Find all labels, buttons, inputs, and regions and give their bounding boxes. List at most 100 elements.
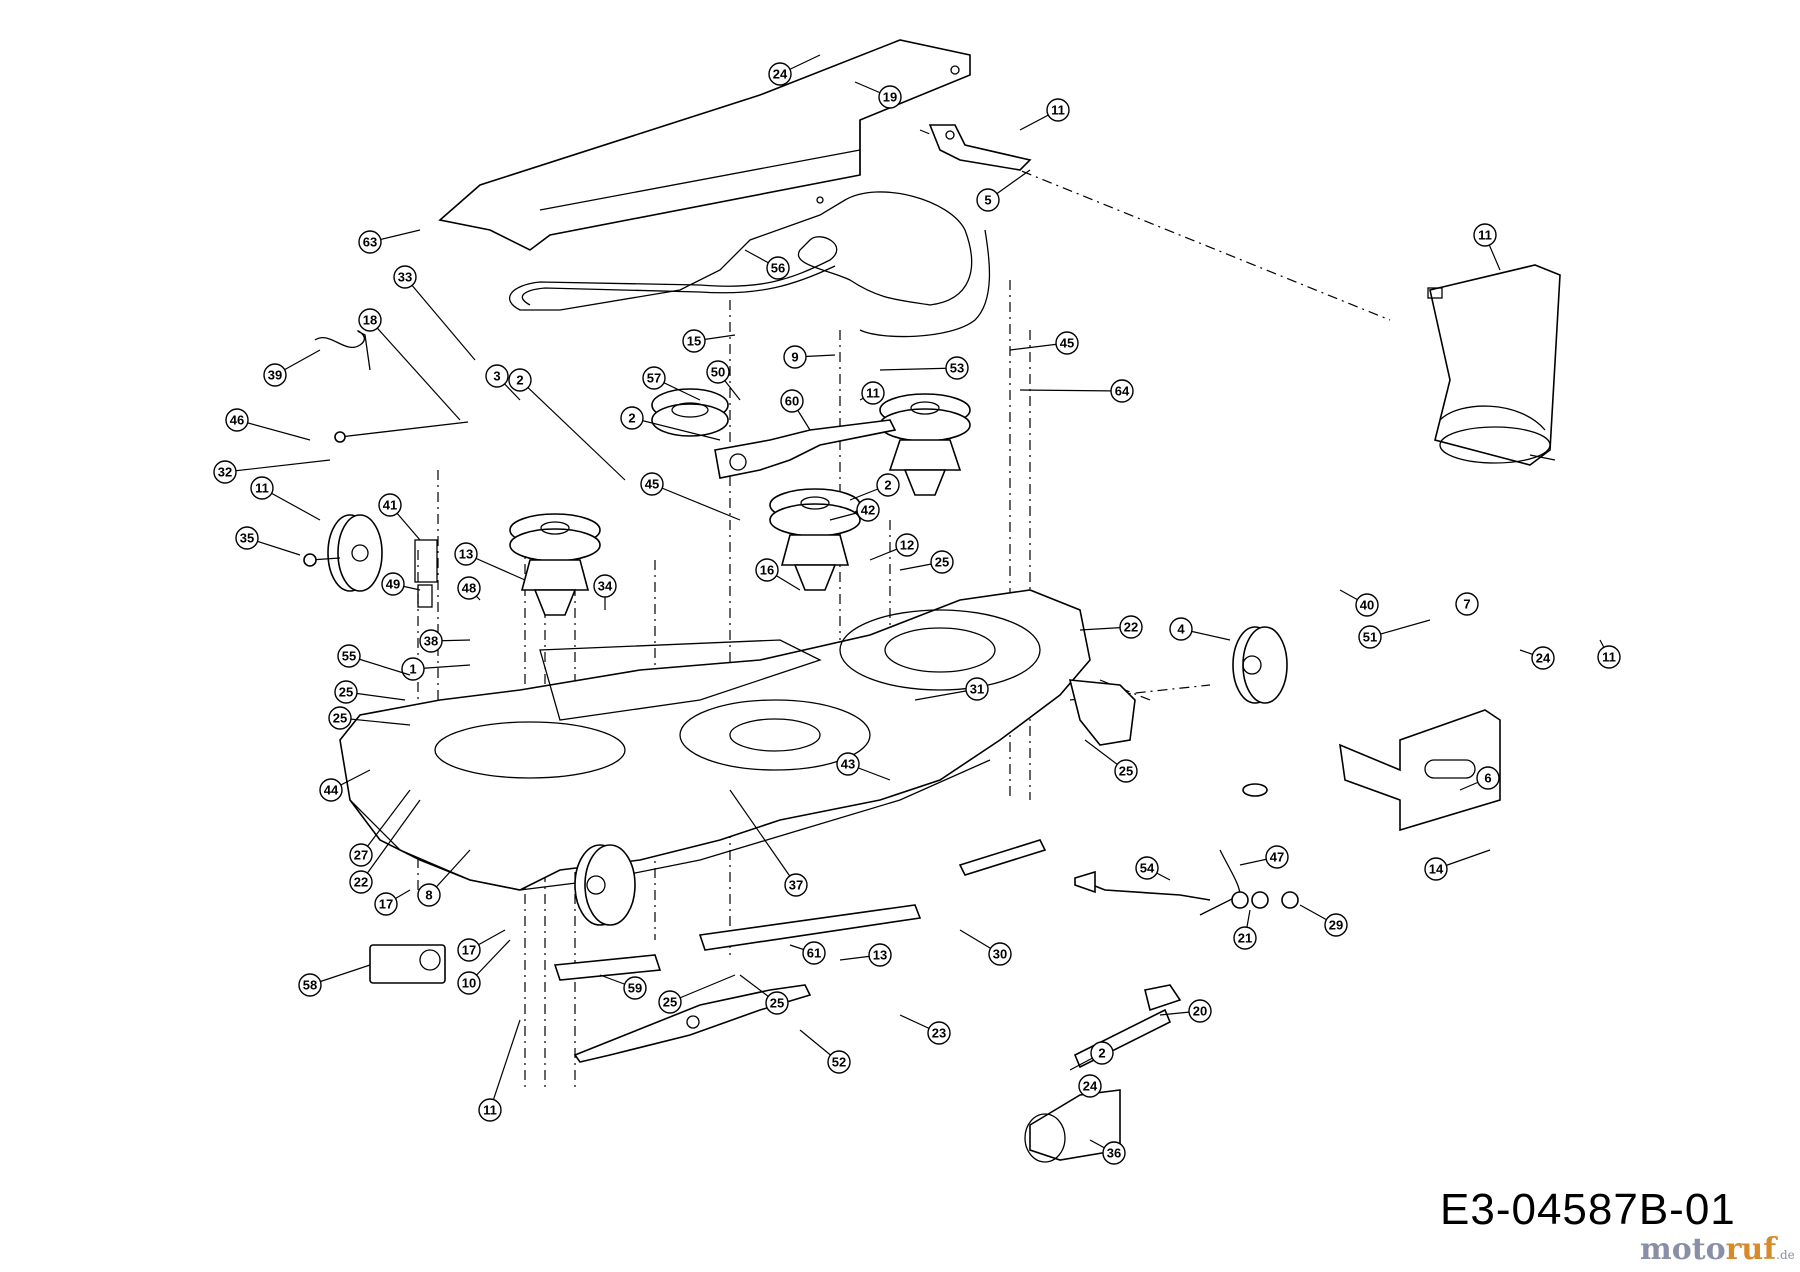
callout-circle [1169, 617, 1193, 641]
callout-circle [1476, 766, 1500, 790]
callout-46: 46 [225, 408, 311, 441]
callout-circle [766, 256, 790, 280]
callout-32: 32 [213, 459, 331, 484]
watermark-brand-b: ruf [1725, 1232, 1777, 1267]
callout-leader-line [651, 483, 741, 521]
callout-circle [235, 526, 259, 550]
callout-circle [1090, 1041, 1114, 1065]
callout-leader-line [360, 799, 421, 883]
callout-number: 24 [1536, 651, 1551, 666]
callout-54: 54 [1135, 856, 1171, 881]
callout-48: 48 [457, 576, 481, 601]
callout-60: 60 [780, 389, 811, 431]
callout-12: 12 [869, 533, 919, 561]
callout-number: 29 [1329, 918, 1343, 933]
callout-circle [328, 706, 352, 730]
mower-blade-52 [573, 984, 812, 1063]
callout-number: 25 [339, 685, 353, 700]
spindle-assembly-right [879, 393, 971, 496]
callout-number: 60 [785, 394, 799, 409]
callout-number: 2 [884, 478, 891, 493]
callout-23: 23 [899, 1014, 951, 1045]
callout-circle [478, 1098, 502, 1122]
callout-circle [1473, 223, 1497, 247]
callout-number: 30 [993, 947, 1007, 962]
callout-circle [658, 990, 682, 1014]
callout-13: 13 [839, 943, 892, 967]
callout-circle [930, 550, 954, 574]
callout-11: 11 [250, 476, 321, 521]
callout-number: 25 [663, 995, 677, 1010]
callout-circle [706, 360, 730, 384]
callout-35: 35 [235, 526, 301, 556]
callout-number: 57 [647, 371, 661, 386]
callout-circle [1102, 1141, 1126, 1165]
callout-number: 16 [760, 563, 774, 578]
callout-number: 46 [230, 413, 244, 428]
callout-circle [780, 389, 804, 413]
callout-36: 36 [1089, 1139, 1126, 1165]
callout-circle [1188, 999, 1212, 1023]
callout-15: 15 [682, 329, 736, 353]
callout-circle [1324, 913, 1348, 937]
callout-number: 25 [770, 996, 784, 1011]
callout-25: 25 [658, 974, 736, 1014]
callout-circle [457, 971, 481, 995]
callout-11: 11 [859, 381, 885, 405]
gauge-wheel-front [574, 844, 636, 926]
callout-number: 25 [333, 711, 347, 726]
callout-number: 47 [1270, 850, 1284, 865]
callout-number: 52 [832, 1055, 846, 1070]
callout-number: 11 [255, 481, 269, 496]
callout-circle [454, 542, 478, 566]
callout-24: 24 [1078, 1074, 1102, 1098]
gauge-wheel-41 [303, 514, 383, 592]
callout-25: 25 [739, 974, 789, 1015]
drawing-code: E3-04587B-01 [1440, 1185, 1736, 1234]
callout-circle [319, 778, 343, 802]
callout-circle [765, 991, 789, 1015]
callout-number: 51 [1363, 630, 1377, 645]
callout-6: 6 [1459, 766, 1500, 791]
drive-belt-56 [508, 191, 991, 338]
callout-50: 50 [706, 360, 741, 401]
callout-63: 63 [358, 229, 421, 254]
discharge-chute-7 [1427, 264, 1561, 466]
callout-number: 32 [218, 465, 232, 480]
callout-11: 11 [1019, 98, 1070, 131]
callout-number: 61 [807, 946, 821, 961]
callout-circle [225, 408, 249, 432]
callout-64: 64 [1019, 379, 1134, 403]
callout-circle [457, 576, 481, 600]
callout-number: 40 [1360, 598, 1374, 613]
callout-45: 45 [640, 472, 741, 521]
callout-number: 54 [1140, 861, 1155, 876]
callout-circle [393, 265, 417, 289]
callout-40: 40 [1339, 589, 1379, 617]
callout-number: 55 [342, 649, 356, 664]
callout-38: 38 [419, 629, 471, 653]
callout-number: 43 [841, 757, 855, 772]
callout-circle [836, 752, 860, 776]
callout-number: 18 [363, 313, 377, 328]
callout-circle [298, 973, 322, 997]
callout-number: 25 [1119, 764, 1133, 779]
callout-circle [1046, 98, 1070, 122]
callout-30: 30 [959, 929, 1012, 966]
callout-47: 47 [1239, 845, 1289, 869]
callout-circle [682, 329, 706, 353]
callout-circle [965, 677, 989, 701]
callout-circle [623, 976, 647, 1000]
callout-25: 25 [334, 680, 406, 704]
callout-7: 7 [1455, 592, 1479, 616]
callout-19: 19 [854, 81, 902, 109]
callout-circle [1135, 856, 1159, 880]
callout-circle [868, 943, 892, 967]
callout-22: 22 [349, 799, 421, 894]
callout-number: 56 [771, 261, 785, 276]
callout-leader-line [879, 367, 958, 371]
callout-number: 20 [1193, 1004, 1207, 1019]
callout-56: 56 [744, 249, 790, 280]
callout-leader-line [224, 459, 331, 473]
